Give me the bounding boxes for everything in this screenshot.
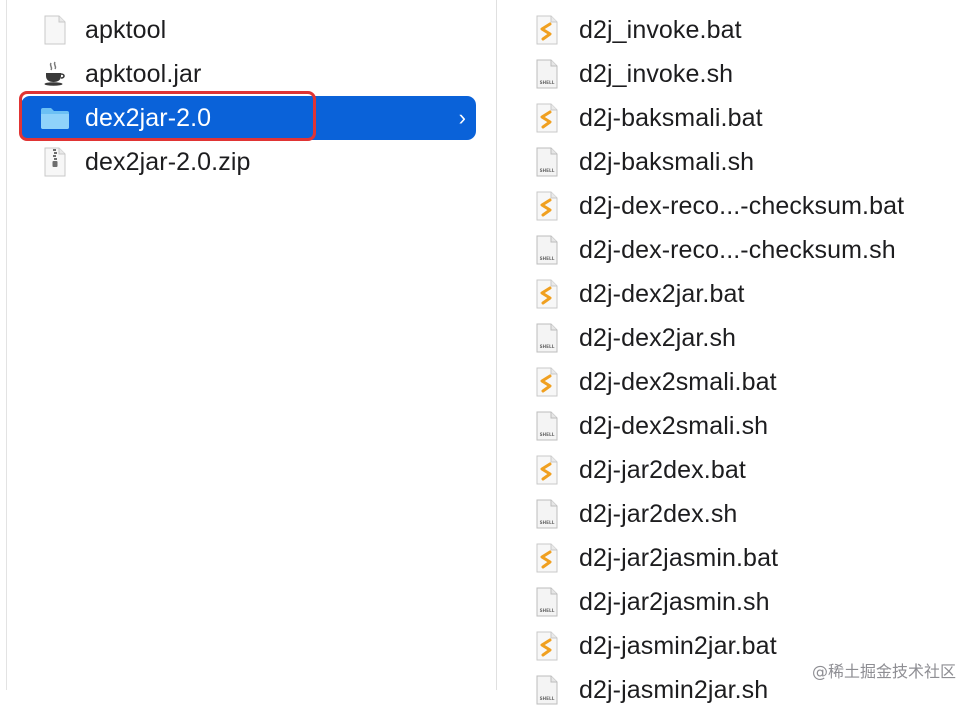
file-row[interactable]: SHELL d2j-jar2dex.sh	[527, 492, 967, 536]
file-name: d2j_invoke.bat	[579, 15, 742, 44]
file-row[interactable]: SHELL d2j-jasmin2jar.sh	[527, 668, 967, 712]
file-name: apktool	[85, 15, 167, 44]
generic-file-icon	[41, 13, 69, 47]
file-name: d2j-jar2dex.bat	[579, 455, 746, 484]
folder-row-dex2jar-selected[interactable]: dex2jar-2.0 ›	[21, 96, 476, 140]
bat-script-icon	[533, 541, 561, 575]
file-name: d2j-jar2jasmin.sh	[579, 587, 770, 616]
file-row[interactable]: d2j-jar2dex.bat	[527, 448, 967, 492]
window-left-border	[6, 0, 7, 690]
shell-script-icon: SHELL	[533, 57, 561, 91]
shell-badge-text: SHELL	[540, 168, 555, 173]
file-name: d2j-jasmin2jar.sh	[579, 675, 769, 704]
file-name: d2j-jar2jasmin.bat	[579, 543, 779, 572]
file-row[interactable]: SHELL d2j_invoke.sh	[527, 52, 967, 96]
bat-script-icon	[533, 13, 561, 47]
file-name: d2j-baksmali.sh	[579, 147, 755, 176]
shell-script-icon: SHELL	[533, 145, 561, 179]
shell-badge-text: SHELL	[540, 80, 555, 85]
file-name: d2j-dex-reco...-checksum.sh	[579, 235, 896, 264]
shell-badge-text: SHELL	[540, 344, 555, 349]
column-divider[interactable]	[496, 0, 497, 690]
parent-folder-column[interactable]: apktool apktool.jar	[7, 0, 496, 690]
file-row[interactable]: SHELL d2j-dex-reco...-checksum.sh	[527, 228, 967, 272]
shell-badge-text: SHELL	[540, 696, 555, 701]
file-row[interactable]: d2j_invoke.bat	[527, 8, 967, 52]
shell-badge-text: SHELL	[540, 608, 555, 613]
shell-script-icon: SHELL	[533, 673, 561, 707]
file-row-dex2jar-zip[interactable]: dex2jar-2.0.zip	[21, 140, 476, 184]
file-name: d2j-jasmin2jar.bat	[579, 631, 777, 660]
file-name: d2j-jar2dex.sh	[579, 499, 738, 528]
file-row[interactable]: d2j-jasmin2jar.bat	[527, 624, 967, 668]
file-row[interactable]: SHELL d2j-dex2smali.sh	[527, 404, 967, 448]
file-name: d2j-dex2smali.bat	[579, 367, 777, 396]
file-name: d2j_invoke.sh	[579, 59, 734, 88]
file-row[interactable]: d2j-dex2smali.bat	[527, 360, 967, 404]
watermark: @稀土掘金技术社区	[807, 656, 960, 684]
finder-column-view: apktool apktool.jar	[6, 0, 968, 705]
bat-script-icon	[533, 277, 561, 311]
bat-script-icon	[533, 101, 561, 135]
file-name: dex2jar-2.0.zip	[85, 147, 251, 176]
file-row[interactable]: d2j-baksmali.bat	[527, 96, 967, 140]
file-row[interactable]: d2j-dex-reco...-checksum.bat	[527, 184, 967, 228]
file-row-apktool-jar[interactable]: apktool.jar	[21, 52, 476, 96]
file-name: d2j-dex-reco...-checksum.bat	[579, 191, 905, 220]
file-name: d2j-baksmali.bat	[579, 103, 763, 132]
shell-script-icon: SHELL	[533, 233, 561, 267]
file-row[interactable]: SHELL d2j-jar2jasmin.sh	[527, 580, 967, 624]
file-row-apktool[interactable]: apktool	[21, 8, 476, 52]
zip-archive-icon	[41, 145, 69, 179]
file-name: d2j-dex2smali.sh	[579, 411, 769, 440]
shell-script-icon: SHELL	[533, 497, 561, 531]
file-row[interactable]: SHELL d2j-dex2jar.sh	[527, 316, 967, 360]
shell-badge-text: SHELL	[540, 520, 555, 525]
bat-script-icon	[533, 189, 561, 223]
file-name: apktool.jar	[85, 59, 202, 88]
shell-script-icon: SHELL	[533, 409, 561, 443]
chevron-right-icon: ›	[458, 105, 466, 130]
folder-name: dex2jar-2.0	[85, 103, 212, 132]
folder-icon	[41, 101, 69, 135]
shell-badge-text: SHELL	[540, 432, 555, 437]
bat-script-icon	[533, 365, 561, 399]
file-row[interactable]: d2j-jar2jasmin.bat	[527, 536, 967, 580]
file-row[interactable]: SHELL d2j-baksmali.sh	[527, 140, 967, 184]
file-name: d2j-dex2jar.sh	[579, 323, 737, 352]
bat-script-icon	[533, 453, 561, 487]
shell-script-icon: SHELL	[533, 321, 561, 355]
java-jar-icon	[41, 57, 69, 91]
shell-script-icon: SHELL	[533, 585, 561, 619]
bat-script-icon	[533, 629, 561, 663]
file-name: d2j-dex2jar.bat	[579, 279, 745, 308]
shell-badge-text: SHELL	[540, 256, 555, 261]
file-row[interactable]: d2j-dex2jar.bat	[527, 272, 967, 316]
